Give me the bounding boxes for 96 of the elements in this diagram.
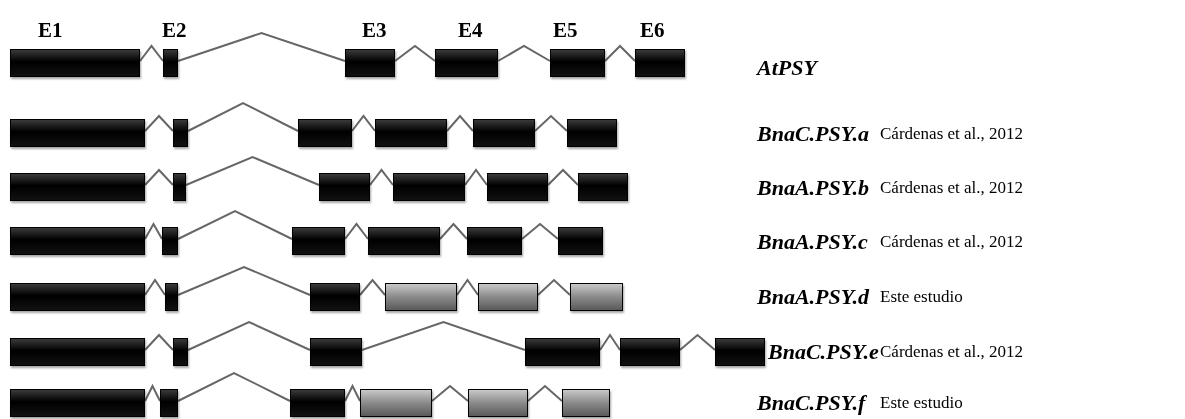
intron-line	[537, 278, 571, 296]
intron-line	[464, 168, 488, 186]
intron-line	[144, 221, 163, 240]
exon-box	[562, 389, 610, 417]
intron-line	[679, 333, 716, 351]
exon-box	[620, 338, 680, 366]
gene-name: BnaC.PSY.a	[757, 121, 870, 147]
exon-box	[393, 173, 465, 201]
intron-line	[599, 333, 621, 351]
exon-box	[715, 338, 765, 366]
exon-box	[345, 49, 395, 77]
citation: Este estudio	[880, 286, 963, 308]
gene-name: BnaC.PSY.e	[768, 339, 879, 365]
intron-line	[187, 320, 311, 351]
exon-box	[550, 49, 605, 77]
exon-label: E3	[362, 17, 387, 43]
exon-box	[473, 119, 535, 147]
intron-line	[177, 265, 311, 296]
exon-box	[467, 227, 522, 255]
intron-line	[344, 383, 361, 402]
intron-line	[144, 114, 174, 132]
exon-box	[567, 119, 617, 147]
intron-line	[144, 168, 174, 186]
exon-box	[558, 227, 603, 255]
exon-box	[160, 389, 178, 417]
exon-box	[173, 338, 188, 366]
exon-box	[570, 283, 623, 311]
intron-line	[361, 320, 526, 351]
exon-label: E2	[162, 17, 187, 43]
intron-line	[144, 278, 166, 296]
gene-name: AtPSY	[757, 55, 817, 81]
exon-box	[525, 338, 600, 366]
intron-line	[446, 114, 474, 132]
exon-box	[435, 49, 498, 77]
gene-name: BnaA.PSY.b	[757, 175, 870, 201]
exon-box	[292, 227, 345, 255]
exon-box	[10, 389, 145, 417]
exon-box	[478, 283, 538, 311]
exon-box	[173, 119, 188, 147]
exon-box	[385, 283, 457, 311]
exon-box	[163, 49, 178, 77]
exon-box	[319, 173, 370, 201]
intron-line	[359, 278, 386, 296]
intron-line	[527, 384, 563, 402]
exon-box	[360, 389, 432, 417]
intron-line	[144, 333, 174, 351]
intron-line	[177, 209, 293, 240]
exon-box	[10, 119, 145, 147]
intron-line	[177, 371, 291, 402]
citation: Cárdenas et al., 2012	[880, 177, 1024, 199]
intron-line	[351, 114, 376, 132]
intron-line	[431, 384, 469, 402]
intron-line	[394, 44, 436, 62]
intron-line	[521, 222, 559, 240]
exon-box	[162, 227, 178, 255]
gene-name: BnaA.PSY.d	[757, 284, 870, 310]
intron-line	[344, 222, 369, 240]
exon-label: E6	[640, 17, 665, 43]
exon-box	[165, 283, 178, 311]
exon-box	[10, 49, 140, 77]
intron-line	[439, 222, 468, 240]
exon-label: E1	[38, 17, 63, 43]
intron-line	[369, 168, 394, 186]
intron-line	[177, 31, 346, 62]
exon-box	[310, 283, 360, 311]
gene-name: BnaC.PSY.f	[757, 390, 866, 416]
intron-line	[187, 101, 299, 132]
exon-box	[368, 227, 440, 255]
exon-label: E4	[458, 17, 483, 43]
exon-box	[635, 49, 685, 77]
intron-line	[534, 114, 568, 132]
exon-box	[487, 173, 548, 201]
exon-box	[10, 338, 145, 366]
intron-line	[604, 44, 636, 62]
intron-line	[144, 383, 161, 402]
citation: Cárdenas et al., 2012	[880, 123, 1024, 145]
exon-box	[375, 119, 447, 147]
intron-line	[547, 168, 579, 186]
exon-label: E5	[553, 17, 578, 43]
exon-box	[468, 389, 528, 417]
intron-line	[456, 278, 479, 296]
exon-box	[10, 227, 145, 255]
exon-box	[10, 173, 145, 201]
gene-name: BnaA.PSY.c	[757, 229, 868, 255]
exon-box	[290, 389, 345, 417]
intron-line	[497, 44, 551, 62]
intron-line	[139, 44, 164, 62]
exon-box	[298, 119, 352, 147]
intron-line	[185, 155, 320, 186]
exon-box	[310, 338, 362, 366]
citation: Este estudio	[880, 392, 963, 414]
exon-box	[10, 283, 145, 311]
exon-box	[173, 173, 186, 201]
citation: Cárdenas et al., 2012	[880, 341, 1024, 363]
citation: Cárdenas et al., 2012	[880, 231, 1024, 253]
exon-box	[578, 173, 628, 201]
